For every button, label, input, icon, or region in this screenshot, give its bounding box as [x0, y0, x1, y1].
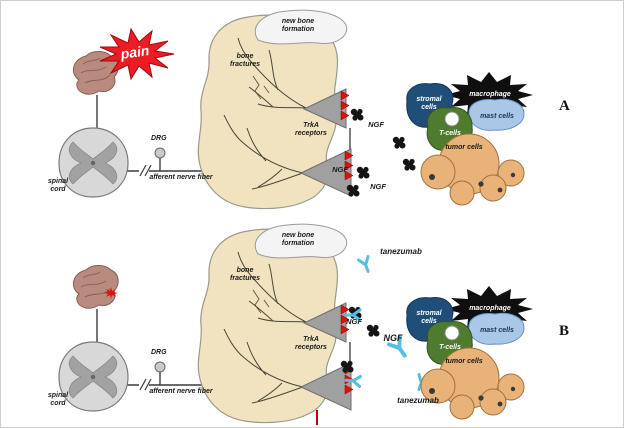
panel-a-graphics	[58, 9, 533, 210]
tumor-cell-nuclei	[429, 386, 516, 407]
fracture-cracks	[252, 289, 270, 314]
intraosseous-nerves	[223, 251, 307, 404]
reduced-pain-spot	[104, 287, 118, 299]
tumor-cells-blob	[420, 347, 525, 420]
spinal-cord	[58, 127, 129, 198]
brain	[72, 265, 119, 309]
nerve-terminal-upper	[302, 302, 350, 343]
panel-b-marker: B	[559, 323, 570, 339]
panel-b-graphics	[58, 223, 533, 425]
t-cell-nucleus	[444, 111, 460, 127]
drg-ganglion	[154, 147, 166, 159]
pain-starburst	[99, 27, 175, 81]
ngf-molecule-icons	[340, 306, 380, 373]
panel-a-marker: A	[559, 98, 570, 114]
axon-break-marks	[139, 164, 152, 177]
trka-receptors-upper-icon	[340, 90, 350, 121]
fracture-cracks	[252, 75, 270, 100]
trka-receptors-upper-icon	[340, 304, 350, 335]
tumor-microenvironment	[406, 286, 533, 420]
new-bone-formation-cap	[254, 9, 348, 45]
mast-cells-blob	[468, 98, 525, 131]
macrophage-cell	[445, 72, 533, 118]
trka-receptors-lower-icon	[344, 150, 354, 181]
macrophage-cell	[445, 286, 533, 332]
tumor-cells-blob	[420, 133, 525, 206]
nerve-terminal-upper	[302, 88, 350, 129]
bone	[197, 14, 339, 210]
new-bone-formation-cap	[254, 223, 348, 259]
bone	[197, 228, 339, 425]
nerve-terminal-lower	[299, 362, 354, 411]
brain	[72, 51, 119, 95]
intraosseous-nerves	[223, 37, 307, 190]
drg-ganglion	[154, 361, 166, 373]
spinal-cord	[58, 341, 129, 412]
ngf-molecule-icons	[346, 108, 416, 197]
axon-break-marks	[139, 378, 152, 391]
mast-cells-blob	[468, 312, 525, 345]
panel-b: spinal cord DRG afferent nerve fiber new…	[1, 215, 623, 427]
t-cell-nucleus	[444, 325, 460, 341]
tumor-microenvironment	[406, 72, 533, 206]
tumor-cell-nuclei	[429, 172, 516, 193]
panel-a: pain spinal cord DRG afferent nerve fibe…	[1, 1, 623, 215]
nerve-terminal-lower	[299, 148, 354, 197]
